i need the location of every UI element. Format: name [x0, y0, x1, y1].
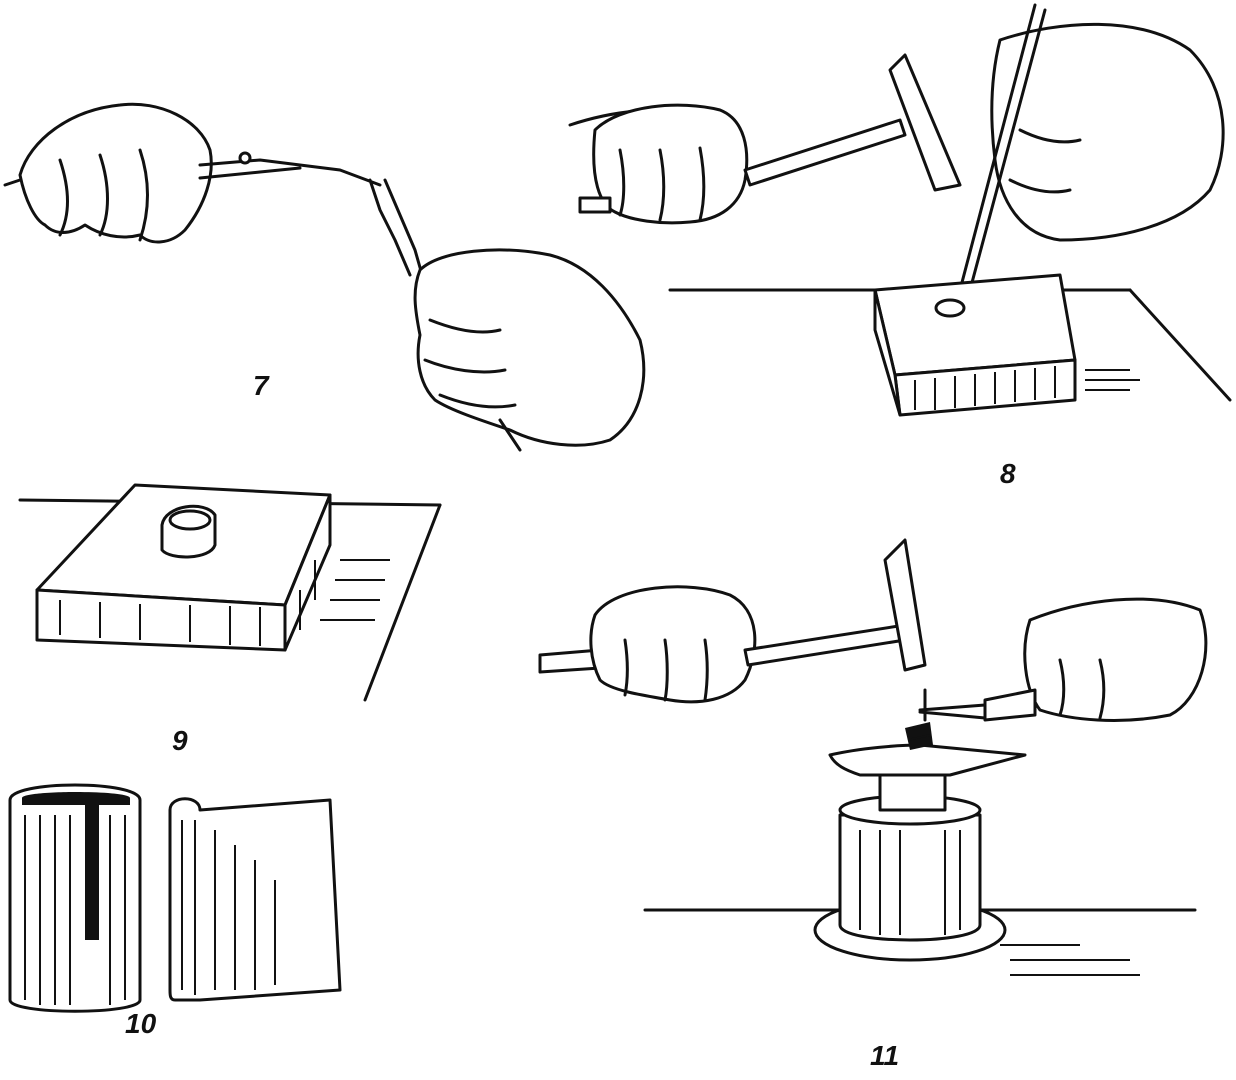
- figure-label-7: 7: [253, 370, 269, 401]
- figure-7-pliers-drawing: [3, 102, 646, 452]
- figure-label-8: 8: [1000, 458, 1016, 489]
- figure-11-anvil-drawing: [538, 538, 1208, 976]
- figure-label-11: 11: [870, 1040, 900, 1071]
- figure-label-10: 10: [125, 1008, 157, 1039]
- figure-label-9: 9: [172, 725, 188, 756]
- figure-10-bent-plates-drawing: [8, 783, 342, 1013]
- figure-9-block-drawing: [18, 483, 442, 702]
- figure-8-punch-drawing: [568, 3, 1232, 417]
